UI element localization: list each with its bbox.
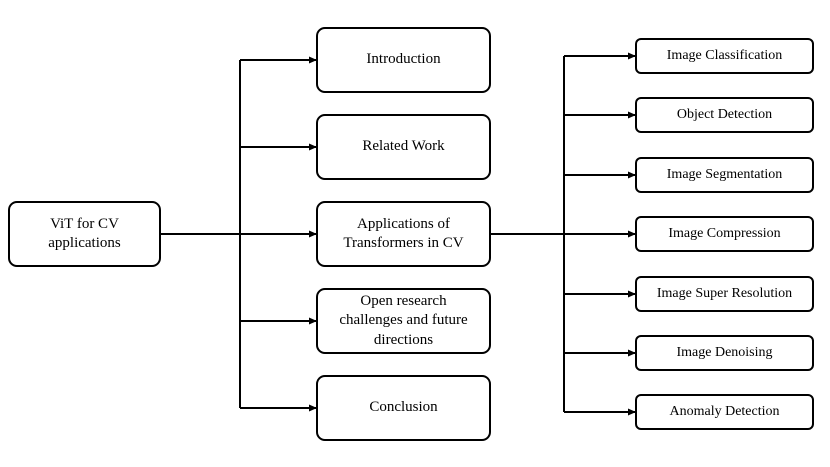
section-applications-label: Applications of Transformers in CV: [343, 215, 464, 252]
section-related-work-label: Related Work: [362, 138, 445, 155]
app-object-detection-label: Object Detection: [676, 106, 773, 122]
app-image-denoising-label: Image Denoising: [676, 344, 773, 360]
app-image-super-resolution-label: Image Super Resolution: [656, 285, 793, 301]
app-object-detection: Object Detection: [635, 97, 814, 133]
app-image-segmentation-label: Image Segmentation: [666, 166, 783, 182]
app-image-super-resolution: Image Super Resolution: [635, 276, 814, 312]
app-image-segmentation: Image Segmentation: [635, 157, 814, 193]
section-open-research: Open research challenges and future dire…: [316, 288, 491, 354]
section-introduction-label: Introduction: [366, 51, 441, 68]
app-image-denoising: Image Denoising: [635, 335, 814, 371]
section-conclusion: Conclusion: [316, 375, 491, 441]
section-applications: Applications of Transformers in CV: [316, 201, 491, 267]
root-node: ViT for CV applications: [8, 201, 161, 267]
app-anomaly-detection-label: Anomaly Detection: [669, 403, 780, 419]
app-anomaly-detection: Anomaly Detection: [635, 394, 814, 430]
section-conclusion-label: Conclusion: [369, 399, 438, 416]
app-image-classification-label: Image Classification: [666, 47, 783, 63]
section-open-research-label: Open research challenges and future dire…: [339, 292, 468, 348]
section-related-work: Related Work: [316, 114, 491, 180]
section-introduction: Introduction: [316, 27, 491, 93]
app-image-classification: Image Classification: [635, 38, 814, 74]
app-image-compression-label: Image Compression: [668, 225, 781, 241]
app-image-compression: Image Compression: [635, 216, 814, 252]
root-label: ViT for CV applications: [48, 215, 121, 252]
